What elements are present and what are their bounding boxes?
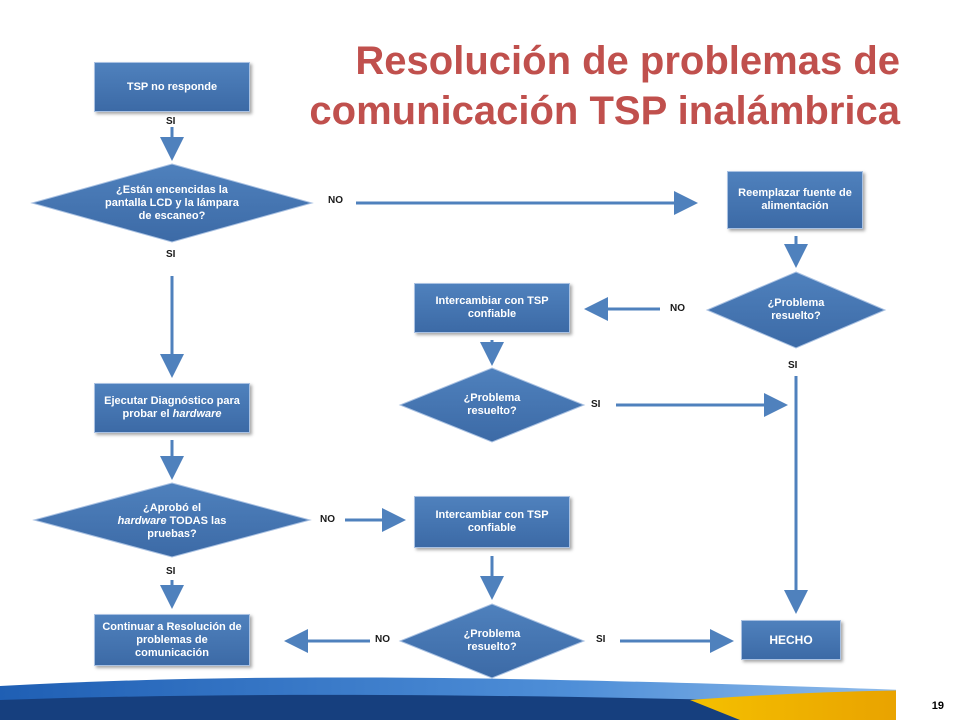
decision-resuelto-3-text: ¿Problema resuelto? [463,628,521,653]
label-no-resuelto-3: NO [375,634,390,645]
node-intercambiar-tsp-1: Intercambiar con TSP confiable [414,283,570,333]
decision-shape-encendidas [30,163,314,243]
node-intercambiar-tsp-2: Intercambiar con TSP confiable [414,496,570,548]
node-reemplazar-fuente: Reemplazar fuente de alimentación [727,171,863,229]
ejecutar-text: Ejecutar Diagnóstico para probar el hard… [101,395,243,421]
decision-shape-resuelto-3 [398,603,586,679]
footer-band [0,677,960,720]
aprobo-text-hardware: hardware [117,514,167,527]
decision-shape-aprobo [32,482,312,558]
aprobo-text-pre: ¿Aprobó el [142,501,202,514]
page-title: Resolución de problemas de comunicación … [309,39,900,133]
label-si-resuelto-2: SI [591,399,601,410]
label-no-resuelto-1: NO [670,303,685,314]
node-continuar-resolucion: Continuar a Resolución de problemas de c… [94,614,250,666]
decision-encendidas-text: ¿Están encencidas la pantalla LCD y la l… [105,183,239,222]
label-si-resuelto-3: SI [596,634,606,645]
label-si-aprobo: SI [166,566,176,577]
label-si-encendidas: SI [166,249,176,260]
label-si-resuelto-1: SI [788,360,798,371]
decision-shape-resuelto-1 [705,271,887,349]
label-si-start: SI [166,116,176,127]
label-no-aprobo: NO [320,514,335,525]
page-number: 19 [931,700,944,712]
decision-resuelto-2-text: ¿Problema resuelto? [463,392,521,417]
ejecutar-text-hardware: hardware [172,408,222,420]
node-hecho: HECHO [741,620,841,660]
aprobo-text-post: TODAS las pruebas? [147,514,227,540]
node-ejecutar-diagnostico: Ejecutar Diagnóstico para probar el hard… [94,383,250,433]
node-tsp-no-responde: TSP no responde [94,62,250,112]
connectors [160,127,808,653]
decision-shape-resuelto-2 [398,367,586,443]
label-no-encendidas: NO [328,195,343,206]
ejecutar-text-main: Ejecutar Diagnóstico para probar el [104,395,240,420]
decision-resuelto-1-text: ¿Problema resuelto? [767,297,825,322]
